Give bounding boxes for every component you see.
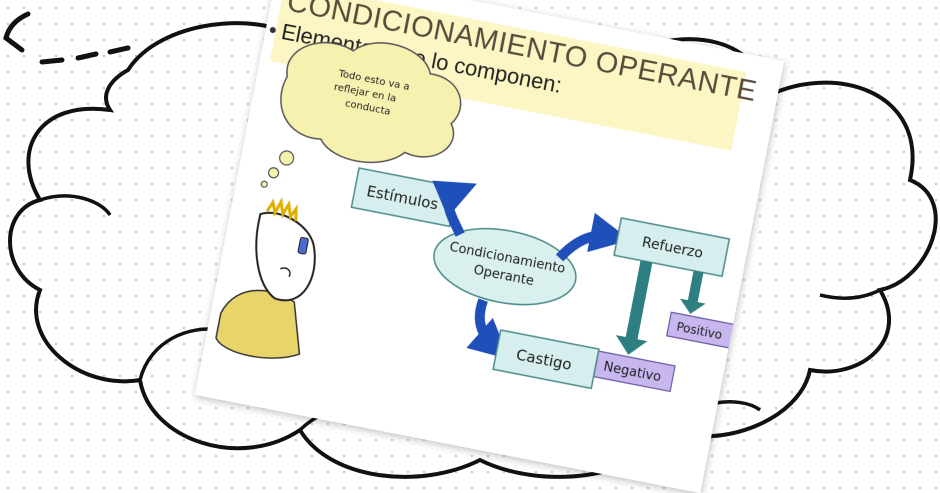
- node-center: Condicionamiento Operante: [433, 227, 577, 306]
- slide: CONDICIONAMIENTO OPERANTE Elementos que …: [194, 0, 785, 493]
- dash-mark: [39, 57, 65, 65]
- diagram: Todo esto va a reflejar en la conducta E…: [215, 42, 746, 393]
- arrow-to-positive: [680, 270, 706, 314]
- thought-bubble: Todo esto va a reflejar en la conducta: [260, 42, 462, 188]
- scene: CONDICIONAMIENTO OPERANTE Elementos que …: [3, 0, 938, 479]
- arrow-to-negative: [615, 260, 653, 355]
- arrow-to-reinforcement: [555, 212, 631, 262]
- node-negative: Negativo: [592, 350, 676, 393]
- dash-mark: [107, 45, 131, 55]
- arrow-to-stimuli: [432, 180, 477, 237]
- node-punishment: Castigo: [492, 329, 600, 390]
- arrow-to-punishment: [466, 298, 510, 360]
- node-stimuli: Estímulos: [350, 167, 459, 228]
- hand-drawn-bracket-mark: [3, 11, 31, 53]
- dash-mark: [75, 51, 99, 61]
- cloud-lobe: [819, 288, 881, 301]
- cloud-lobe: [39, 194, 112, 217]
- node-reinforcement: Refuerzo: [613, 217, 731, 278]
- person-figure: [215, 197, 316, 359]
